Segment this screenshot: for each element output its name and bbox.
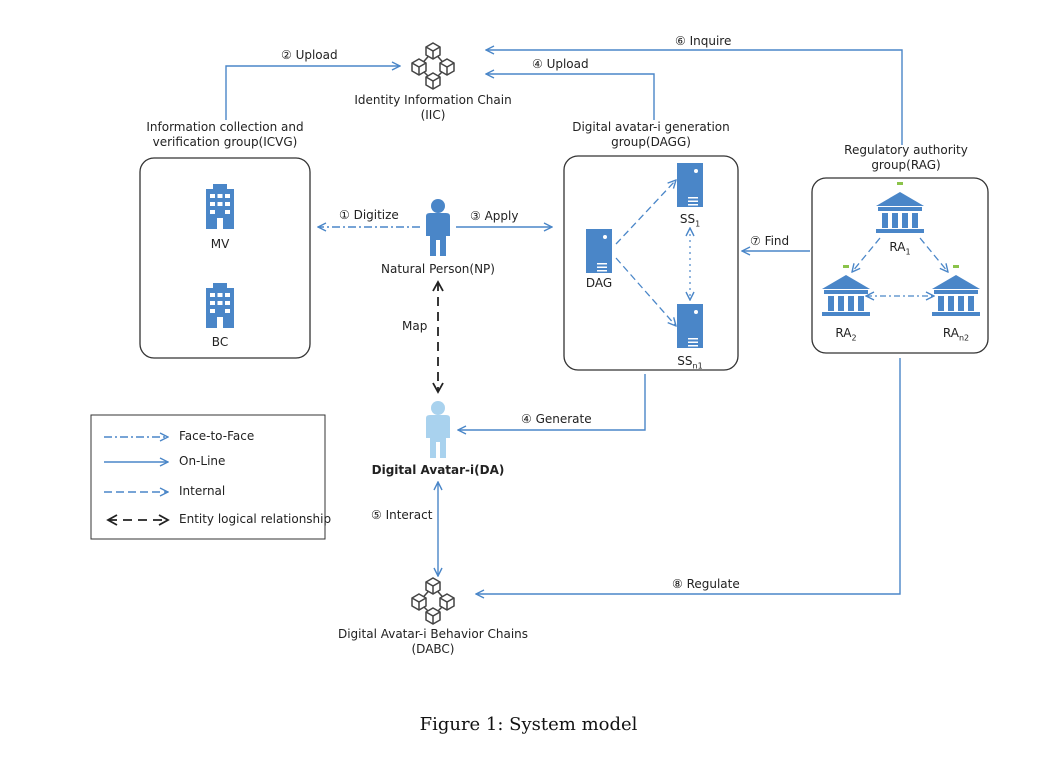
dabc-chain-icon — [412, 578, 454, 624]
da-label: Digital Avatar-i(DA) — [371, 463, 505, 477]
dabc-label-line1: Digital Avatar-i Behavior Chains — [337, 627, 529, 641]
dabc-label-line2: (DABC) — [411, 642, 455, 656]
mv-label: MV — [210, 237, 230, 251]
rag-label-line2: group(RAG) — [871, 158, 941, 172]
natural-person-icon — [426, 199, 450, 256]
ss1-label-sub: 1 — [695, 219, 701, 229]
edge-label-digitize-1: ① Digitize — [339, 208, 399, 222]
edge-label-apply-3: ③ Apply — [470, 209, 519, 223]
ra1-label-main: RA — [889, 240, 906, 254]
edge-ra1-ran2 — [919, 237, 948, 272]
bc-building-icon — [206, 283, 234, 328]
ran2-label-main: RA — [942, 326, 959, 340]
np-label: Natural Person(NP) — [381, 262, 495, 276]
figure-caption: Figure 1: System model — [419, 714, 638, 735]
dag-label: DAG — [585, 276, 613, 290]
edge-label-regulate-8: ⑧ Regulate — [672, 577, 740, 591]
iic-chain-icon — [412, 43, 454, 89]
legend-label-entity: Entity logical relationship — [179, 512, 332, 526]
mv-building-icon — [206, 184, 234, 229]
edge-label-interact-5: ⑤ Interact — [371, 508, 433, 522]
iic-label-line2: (IIC) — [420, 108, 446, 122]
bc-label: BC — [211, 335, 229, 349]
ra2-label-main: RA — [835, 326, 852, 340]
edge-label-find-7: ⑦ Find — [750, 234, 790, 248]
ra2-label-sub: 2 — [851, 333, 857, 343]
edge-dag-ss1 — [615, 180, 676, 245]
ran2-label-sub: n2 — [958, 333, 970, 343]
ss1-label: SS1 — [660, 212, 720, 231]
edge-dag-ssn1 — [615, 257, 676, 326]
dag-server-icon — [586, 229, 612, 273]
ssn1-label-main: SS — [677, 354, 693, 368]
edge-ra1-ra2 — [852, 237, 881, 272]
icvg-label: Information collection and verification … — [125, 120, 325, 150]
rag-label-line1: Regulatory authority — [844, 143, 968, 157]
ra2-bank-icon — [822, 265, 870, 316]
legend-label-face-to-face: Face-to-Face — [179, 429, 255, 443]
edge-label-map: Map — [402, 319, 428, 333]
ra1-bank-icon — [876, 182, 924, 233]
edge-label-upload-2: ② Upload — [281, 48, 338, 62]
dagg-label-line1: Digital avatar-i generation — [572, 120, 730, 134]
edge-upload-4 — [486, 74, 655, 120]
ss1-label-main: SS — [679, 212, 696, 226]
iic-label: Identity Information Chain (IIC) — [333, 93, 533, 123]
rag-box — [811, 177, 989, 354]
icvg-box — [139, 157, 311, 359]
edge-inquire-6 — [486, 50, 903, 145]
digital-avatar-icon — [426, 401, 450, 458]
legend-label-internal: Internal — [179, 484, 226, 498]
ra1-label-sub: 1 — [905, 247, 911, 257]
dagg-box — [563, 155, 739, 371]
rag-label: Regulatory authority group(RAG) — [806, 143, 1006, 173]
edge-generate-4 — [458, 374, 646, 430]
iic-label-line1: Identity Information Chain — [354, 93, 512, 107]
ss1-server-icon — [677, 163, 703, 207]
edge-upload-2 — [225, 66, 400, 120]
legend-box — [90, 414, 326, 540]
ran2-label: RAn2 — [926, 326, 986, 345]
edge-label-inquire-6: ⑥ Inquire — [675, 34, 732, 48]
legend-label-online: On-Line — [179, 454, 226, 468]
icvg-label-line1: Information collection and — [146, 120, 304, 134]
icvg-label-line2: verification group(ICVG) — [152, 135, 298, 149]
ra2-label: RA2 — [816, 326, 876, 345]
ra1-label: RA1 — [870, 240, 930, 259]
dagg-label: Digital avatar-i generation group(DAGG) — [551, 120, 751, 150]
ssn1-label: SSn1 — [660, 354, 720, 373]
edge-label-generate-4: ④ Generate — [521, 412, 592, 426]
dabc-label: Digital Avatar-i Behavior Chains (DABC) — [313, 627, 553, 657]
edge-label-upload-4: ④ Upload — [532, 57, 589, 71]
ran2-bank-icon — [932, 265, 980, 316]
edge-regulate-8 — [476, 358, 901, 594]
ssn1-server-icon — [677, 304, 703, 348]
ssn1-label-sub: n1 — [692, 361, 703, 371]
dagg-label-line2: group(DAGG) — [611, 135, 691, 149]
